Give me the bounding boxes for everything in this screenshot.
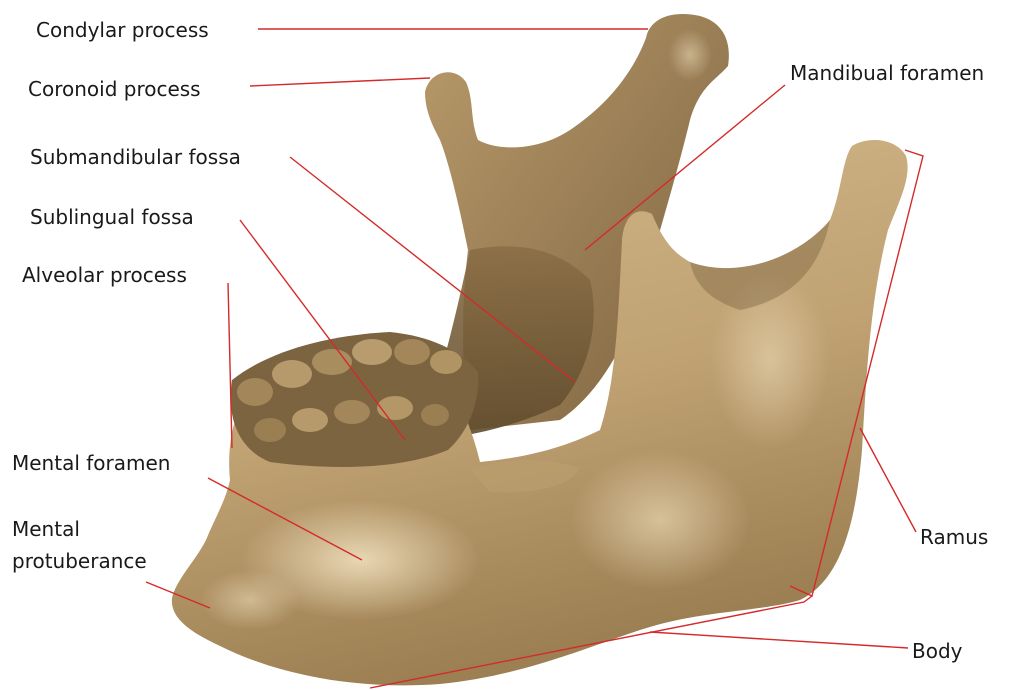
leader-ramus — [860, 428, 916, 532]
mandible-bone — [172, 14, 908, 685]
label-submandibular-fossa: Submandibular fossa — [30, 145, 241, 169]
leader-alveolar — [228, 283, 232, 448]
alveolar-teeth — [231, 332, 479, 467]
leader-coronoid — [250, 78, 430, 86]
leader-body — [650, 632, 908, 648]
label-mental-protuberance-line2: protuberance — [12, 549, 147, 573]
label-condylar-process: Condylar process — [36, 18, 209, 42]
label-body: Body — [912, 639, 963, 663]
label-mandibular-foramen: Mandibual foramen — [790, 61, 984, 85]
label-alveolar-process: Alveolar process — [22, 263, 187, 287]
label-sublingual-fossa: Sublingual fossa — [30, 205, 194, 229]
label-mental-protuberance-line1: Mental — [12, 517, 80, 541]
label-coronoid-process: Coronoid process — [28, 77, 201, 101]
label-mental-foramen: Mental foramen — [12, 451, 170, 475]
label-ramus: Ramus — [920, 525, 988, 549]
